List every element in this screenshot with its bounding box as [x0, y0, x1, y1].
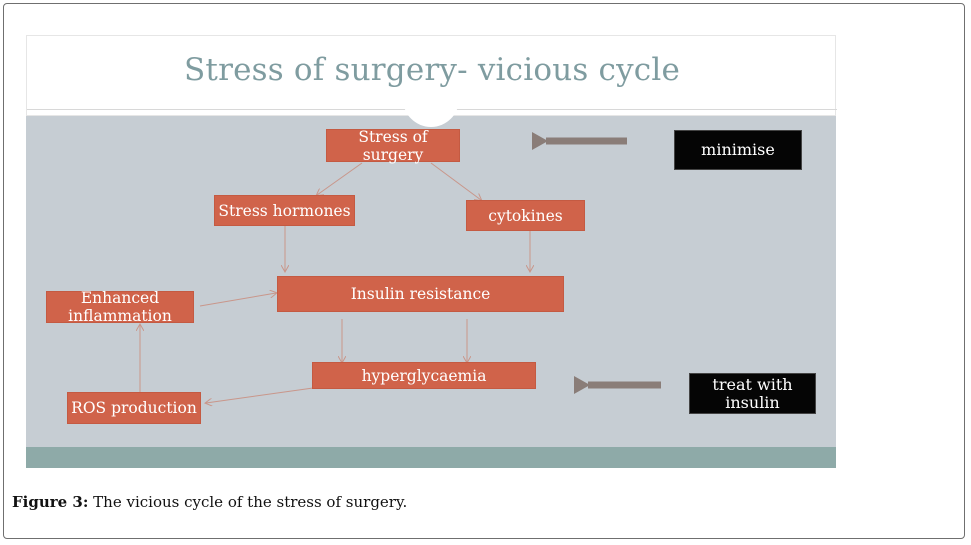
connector-layer — [26, 132, 661, 468]
figure-caption: Figure 3: The vicious cycle of the stres… — [12, 493, 407, 511]
slide-title: Stress of surgery- vicious cycle — [183, 52, 681, 88]
node-enhanced-inflammation: Enhanced inflammation — [46, 289, 194, 325]
arrow-hyperglycaemia-to-ros — [206, 387, 314, 403]
node-stress-of-surgery: Stress of surgery — [326, 128, 460, 164]
node-cytokines: cytokines — [466, 200, 585, 231]
figure-caption-text: The vicious cycle of the stress of surge… — [88, 493, 408, 511]
arrow-inflammation-to-insulin-resistance — [199, 293, 276, 307]
node-hyperglycaemia: hyperglycaemia — [312, 362, 536, 389]
arrow-surgery-to-hormones — [317, 162, 363, 195]
callout-treat-with-insulin: treat with insulin — [689, 373, 816, 414]
node-insulin-resistance: Insulin resistance — [277, 276, 564, 312]
slide: Stress of surgery- vicious cycle — [26, 35, 837, 468]
node-stress-hormones: Stress hormones — [214, 195, 355, 226]
slide-footer-band — [26, 447, 836, 468]
arrow-surgery-to-cytokines — [430, 162, 481, 200]
node-ros-production: ROS production — [67, 392, 201, 424]
figure-caption-label: Figure 3: — [12, 493, 89, 511]
figure-frame — [3, 3, 965, 539]
callout-minimise: minimise — [674, 130, 802, 170]
